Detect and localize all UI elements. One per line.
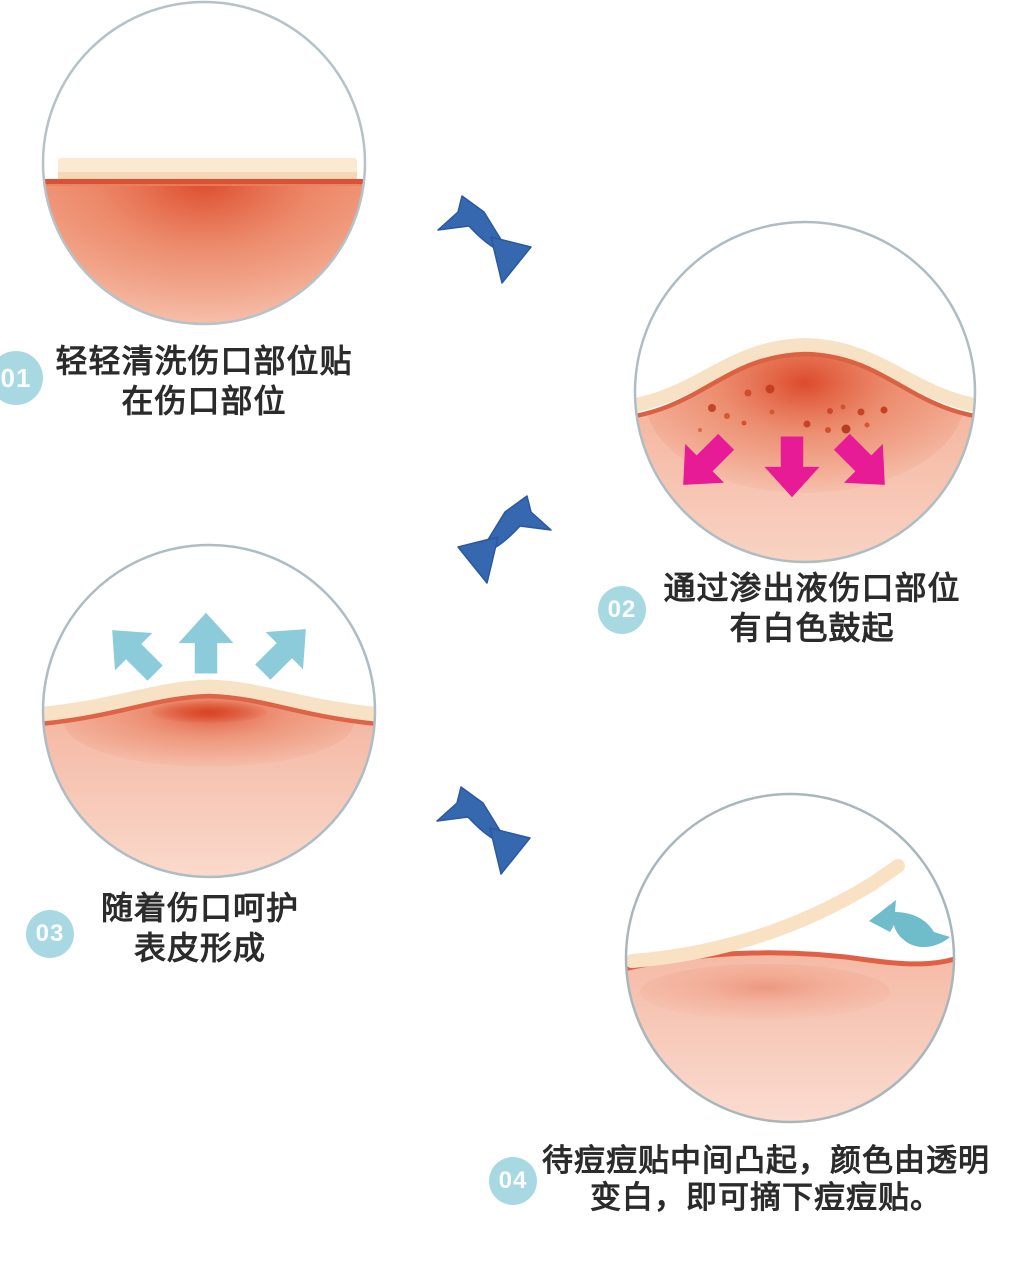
- step2-badge: 02: [598, 586, 646, 634]
- step4-caption-line1: 待痘痘贴中间凸起，颜色由透明: [542, 1143, 990, 1178]
- skin-cross-section-step4: [626, 950, 954, 1122]
- step3-caption: 随着伤口呵护 表皮形成: [20, 888, 380, 968]
- flow-arrow-2-icon: [457, 495, 552, 584]
- peel-arrow-icon: [869, 900, 950, 948]
- step3-caption-line1: 随着伤口呵护: [100, 890, 299, 926]
- circle3-outline: [41, 543, 377, 879]
- step1-caption: 轻轻清洗伤口部位贴 在伤口部位: [22, 341, 386, 421]
- step1-caption-line2: 在伤口部位: [121, 383, 287, 419]
- acne-patch-step1: [58, 158, 357, 180]
- step1-badge: 01: [0, 351, 43, 405]
- step4-illustration: [624, 792, 956, 1124]
- step2-caption: 通过渗出液伤口部位 有白色鼓起: [632, 568, 992, 648]
- acne-patch-step3: [43, 679, 375, 723]
- flow-arrow-3-icon: [436, 786, 531, 875]
- step2-illustration: [633, 220, 977, 564]
- exudate-dots: [698, 384, 888, 434]
- step2-caption-line1: 通过渗出液伤口部位: [663, 570, 961, 606]
- acne-patch-step2: [635, 337, 975, 416]
- step1-illustration: [41, 0, 367, 326]
- flow-arrow-1-icon: [437, 195, 532, 284]
- step4-caption: 待痘痘贴中间凸起，颜色由透明 变白，即可摘下痘痘贴。: [516, 1142, 1016, 1216]
- inflamed-area-step1: [43, 181, 365, 324]
- circle2-outline: [633, 220, 977, 564]
- step3-badge: 03: [26, 910, 74, 958]
- step1-caption-line1: 轻轻清洗伤口部位贴: [55, 343, 353, 379]
- skin-cross-section-step3: [43, 693, 375, 877]
- step3-caption-line2: 表皮形成: [133, 930, 266, 966]
- skin-surface-line-step1: [43, 179, 365, 184]
- skin-surface-line-step3: [43, 693, 375, 727]
- step4-caption-line2: 变白，即可摘下痘痘贴。: [590, 1180, 942, 1215]
- healed-area-step4: [640, 964, 890, 1020]
- step2-caption-line2: 有白色鼓起: [729, 610, 895, 646]
- circle4-outline: [624, 792, 956, 1124]
- step3-illustration: [41, 543, 377, 879]
- circle1-outline: [41, 0, 367, 326]
- skin-surface-line-step2: [635, 351, 975, 422]
- peeling-patch: [626, 859, 905, 968]
- step4-badge: 04: [489, 1157, 537, 1205]
